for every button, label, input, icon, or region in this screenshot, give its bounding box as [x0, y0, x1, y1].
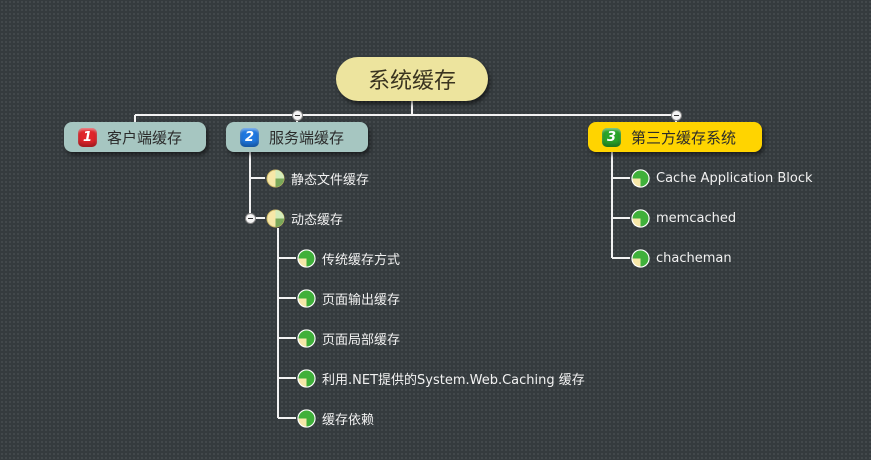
pie-half-icon: [266, 209, 285, 228]
pie-quarter-icon: [297, 329, 316, 348]
topic-chacheman[interactable]: chacheman: [631, 249, 732, 268]
branch-third-party-cache[interactable]: 3 第三方缓存系统: [588, 122, 762, 152]
priority-1-icon: 1: [78, 127, 97, 147]
branch-server-cache[interactable]: 2 服务端缓存: [226, 122, 368, 152]
branch-client-cache[interactable]: 1 客户端缓存: [64, 122, 206, 152]
branch-label: 服务端缓存: [269, 128, 345, 147]
pie-quarter-icon: [297, 249, 316, 268]
priority-2-icon: 2: [240, 127, 259, 147]
topic-label: 传统缓存方式: [322, 253, 401, 268]
topic-dynamic-cache[interactable]: 动态缓存: [266, 209, 343, 228]
pie-quarter-icon: [297, 289, 316, 308]
topic-label: 动态缓存: [291, 213, 344, 228]
topic-label: chacheman: [656, 251, 732, 266]
topic-label: Cache Application Block: [656, 171, 813, 186]
collapse-toggle-server-cache[interactable]: [292, 110, 303, 121]
pie-half-icon: [266, 169, 285, 188]
pie-quarter-icon: [631, 169, 650, 188]
topic-traditional-cache[interactable]: 传统缓存方式: [297, 249, 400, 268]
priority-3-icon: 3: [602, 127, 621, 147]
pie-quarter-icon: [297, 369, 316, 388]
root-topic[interactable]: 系统缓存: [336, 57, 488, 101]
topic-label: 利用.NET提供的System.Web.Caching 缓存: [322, 373, 585, 388]
topic-cache-application-block[interactable]: Cache Application Block: [631, 169, 813, 188]
root-topic-label: 系统缓存: [367, 69, 456, 94]
topic-label: memcached: [656, 211, 737, 226]
pie-quarter-icon: [631, 249, 650, 268]
topic-label: 缓存依赖: [322, 413, 375, 428]
topic-partial-page-cache[interactable]: 页面局部缓存: [297, 329, 400, 348]
topic-page-output-cache[interactable]: 页面输出缓存: [297, 289, 400, 308]
topic-label: 页面局部缓存: [322, 333, 401, 348]
topic-static-file-cache[interactable]: 静态文件缓存: [266, 169, 369, 188]
topic-label: 静态文件缓存: [291, 173, 370, 188]
pie-quarter-icon: [297, 409, 316, 428]
collapse-toggle-dynamic-cache[interactable]: [245, 213, 256, 224]
collapse-toggle-third-party[interactable]: [671, 110, 682, 121]
branch-label: 第三方缓存系统: [631, 128, 737, 147]
topic-cache-dependency[interactable]: 缓存依赖: [297, 409, 374, 428]
topic-label: 页面输出缓存: [322, 293, 401, 308]
pie-quarter-icon: [631, 209, 650, 228]
topic-system-web-caching[interactable]: 利用.NET提供的System.Web.Caching 缓存: [297, 369, 585, 388]
branch-label: 客户端缓存: [107, 128, 183, 147]
topic-memcached[interactable]: memcached: [631, 209, 736, 228]
